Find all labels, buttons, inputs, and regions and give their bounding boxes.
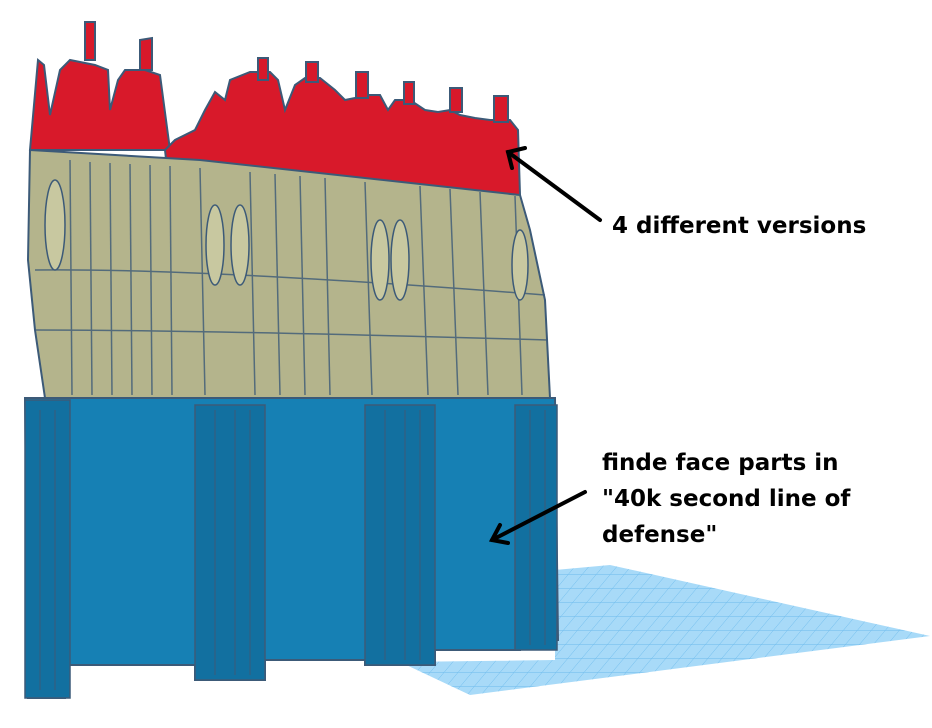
lower-wall	[23, 397, 560, 699]
workplane-grid	[400, 565, 930, 695]
annotation-face-parts: finde face parts in "40k second line of …	[602, 445, 850, 553]
top-crenellations	[28, 21, 522, 196]
upper-wall	[26, 148, 552, 399]
annotation-versions: 4 different versions	[612, 213, 867, 239]
annotation-face-parts-line-3: defense"	[602, 522, 718, 548]
arrow-pointing-crenellations	[505, 146, 602, 222]
annotation-face-parts-line-2: "40k second line of	[602, 486, 851, 512]
arrow-pointing-lower-wall	[488, 490, 587, 545]
annotation-face-parts-line-1: finde face parts in	[602, 450, 839, 476]
